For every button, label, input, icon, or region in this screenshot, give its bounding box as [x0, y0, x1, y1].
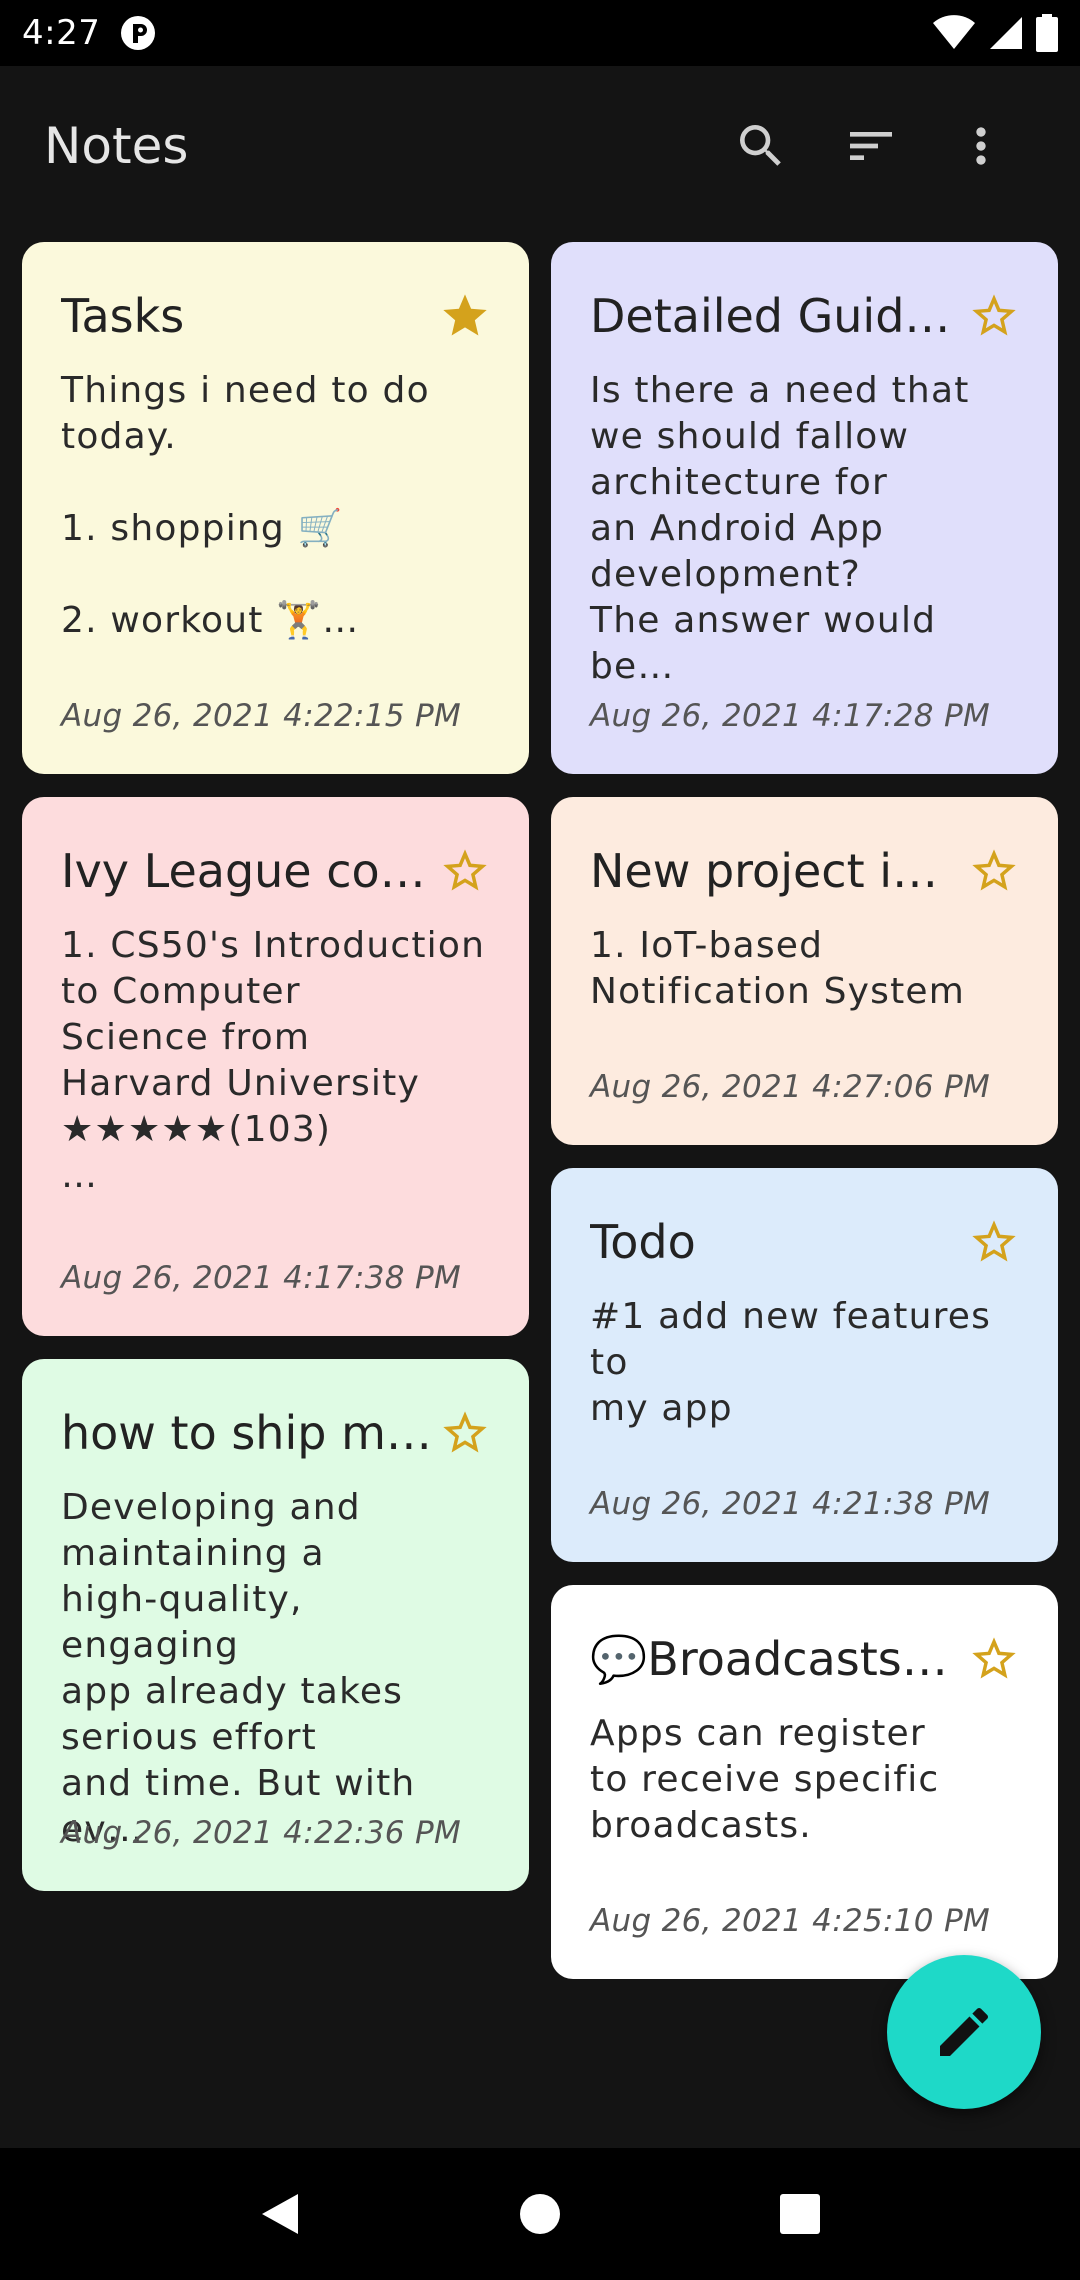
- app-bar-actions: [706, 91, 1036, 201]
- sort-button[interactable]: [816, 91, 926, 201]
- note-card-todo[interactable]: Todo #1 add new features to my app Aug 2…: [551, 1168, 1058, 1562]
- note-body: #1 add new features to my app: [590, 1296, 992, 1429]
- note-header: 💬Broadcasts …: [590, 1629, 1020, 1689]
- star-outline-icon[interactable]: [968, 290, 1020, 342]
- recents-icon: [780, 2194, 820, 2234]
- nav-back-button[interactable]: [235, 2169, 325, 2259]
- nav-home-button[interactable]: [495, 2169, 585, 2259]
- nav-recents-button[interactable]: [755, 2169, 845, 2259]
- note-header: Todo: [590, 1212, 1020, 1272]
- note-title: New project ide…: [590, 844, 962, 898]
- star-outline-icon[interactable]: [968, 1633, 1020, 1685]
- status-icons: [932, 14, 1058, 52]
- more-options-icon: [976, 127, 986, 165]
- note-date: Aug 26, 2021 4:25:10 PM: [590, 1903, 990, 1939]
- note-date: Aug 26, 2021 4:27:06 PM: [590, 1069, 990, 1105]
- note-title: Detailed Guide…: [590, 289, 962, 343]
- note-title: Ivy League cour…: [61, 844, 433, 898]
- app-bar: Notes: [0, 66, 1080, 226]
- status-time: 4:27: [22, 13, 101, 53]
- wifi-icon: [933, 15, 975, 49]
- app-notification-icon: [121, 16, 156, 50]
- note-title: Todo: [590, 1215, 696, 1269]
- note-title: 💬Broadcasts …: [590, 1631, 962, 1686]
- star-outline-icon[interactable]: [439, 1407, 491, 1459]
- more-options-button[interactable]: [926, 91, 1036, 201]
- note-body: Is there a need that we should fallow ar…: [590, 370, 970, 687]
- note-body: 1. CS50's Introduction to Computer Scien…: [61, 925, 486, 1196]
- note-card-broadcasts[interactable]: 💬Broadcasts … Apps can register to recei…: [551, 1585, 1058, 1979]
- search-button[interactable]: [706, 91, 816, 201]
- edit-pencil-icon: [940, 2007, 989, 2056]
- note-header: how to ship mo…: [61, 1403, 491, 1463]
- battery-icon: [1036, 14, 1058, 52]
- note-body: Things i need to do today. 1. shopping 🛒…: [61, 370, 430, 641]
- note-card-detailed-guide[interactable]: Detailed Guide… Is there a need that we …: [551, 242, 1058, 774]
- note-header: Ivy League cour…: [61, 841, 491, 901]
- note-date: Aug 26, 2021 4:22:36 PM: [61, 1815, 461, 1851]
- note-header: Tasks: [61, 286, 491, 346]
- cellular-signal-icon: [990, 17, 1022, 49]
- note-body: Apps can register to receive specific br…: [590, 1713, 940, 1846]
- note-date: Aug 26, 2021 4:21:38 PM: [590, 1486, 990, 1522]
- note-title: Tasks: [61, 289, 185, 343]
- sort-icon: [850, 132, 892, 160]
- note-header: Detailed Guide…: [590, 286, 1020, 346]
- note-title: how to ship mo…: [61, 1406, 433, 1460]
- note-card-how-to-ship[interactable]: how to ship mo… Developing and maintaini…: [22, 1359, 529, 1891]
- note-date: Aug 26, 2021 4:17:38 PM: [61, 1260, 461, 1296]
- system-nav-bar: [0, 2148, 1080, 2280]
- note-body: 1. IoT-based Notification System: [590, 925, 966, 1012]
- note-card-ivy-league[interactable]: Ivy League cour… 1. CS50's Introduction …: [22, 797, 529, 1336]
- note-card-tasks[interactable]: Tasks Things i need to do today. 1. shop…: [22, 242, 529, 774]
- star-filled-icon[interactable]: [439, 290, 491, 342]
- note-header: New project ide…: [590, 841, 1020, 901]
- note-date: Aug 26, 2021 4:17:28 PM: [590, 698, 990, 734]
- star-outline-icon[interactable]: [968, 1216, 1020, 1268]
- search-icon: [740, 125, 781, 166]
- note-date: Aug 26, 2021 4:22:15 PM: [61, 698, 461, 734]
- star-outline-icon[interactable]: [968, 845, 1020, 897]
- home-icon: [520, 2194, 560, 2234]
- star-outline-icon[interactable]: [439, 845, 491, 897]
- page-title: Notes: [44, 117, 189, 175]
- back-icon: [262, 2194, 298, 2234]
- status-bar: 4:27: [0, 0, 1080, 66]
- new-note-button[interactable]: [887, 1955, 1041, 2109]
- note-body: Developing and maintaining a high-qualit…: [61, 1487, 416, 1850]
- note-card-new-project-idea[interactable]: New project ide… 1. IoT-based Notificati…: [551, 797, 1058, 1145]
